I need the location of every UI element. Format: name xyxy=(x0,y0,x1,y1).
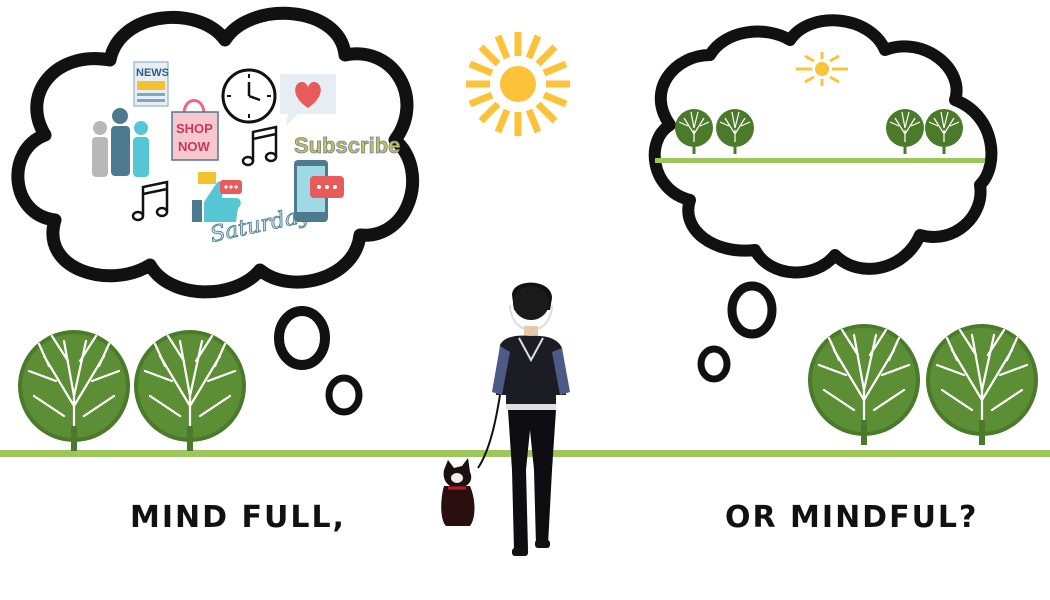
dog-icon xyxy=(441,458,475,526)
news-label: NEWS xyxy=(136,67,169,79)
caption-mind-full: MIND FULL, xyxy=(130,500,346,535)
tree-icon xyxy=(132,328,248,453)
people-icon xyxy=(92,108,149,177)
thumbs-up-icon xyxy=(192,172,241,222)
caption-or-mindful: OR MINDFUL? xyxy=(725,500,979,535)
chat-bubble-icon xyxy=(220,180,242,194)
heart-icon xyxy=(280,74,336,126)
thought-cloud-right xyxy=(648,14,998,383)
person-icon xyxy=(477,282,570,556)
phone-icon xyxy=(294,160,344,222)
music-note-icon xyxy=(241,125,278,167)
sun-icon xyxy=(466,32,570,136)
sun-icon xyxy=(796,52,848,86)
clock-icon xyxy=(221,68,277,124)
ground-line-small xyxy=(655,158,985,163)
shop-label-2: NOW xyxy=(178,139,211,154)
tree-icon xyxy=(806,322,922,447)
subscribe-text: Subscribe xyxy=(294,133,400,158)
shop-label-1: SHOP xyxy=(176,121,213,136)
tree-icon xyxy=(16,328,132,453)
music-note-icon xyxy=(131,180,169,222)
news-icon: NEWS xyxy=(133,61,169,107)
tree-icon xyxy=(924,322,1040,447)
shopping-bag-icon: SHOP NOW xyxy=(171,99,219,161)
